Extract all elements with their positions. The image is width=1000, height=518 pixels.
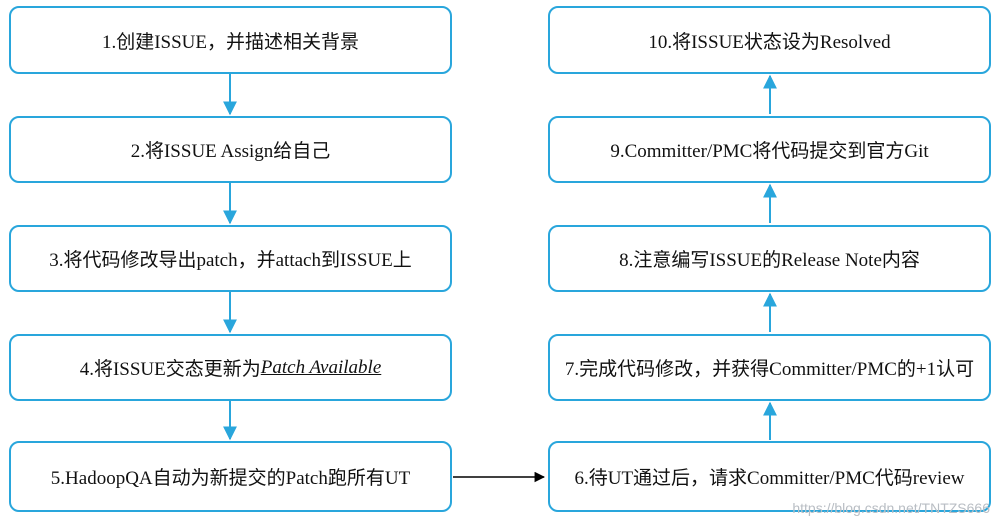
step-7-box: 7.完成代码修改，并获得Committer/PMC的+1认可 [548, 334, 991, 401]
step-3-box: 3.将代码修改导出patch，并attach到ISSUE上 [9, 225, 452, 292]
step-4-label: 4.将ISSUE交态更新为 [79, 359, 261, 380]
step-10-box: 10.将ISSUE状态设为Resolved [548, 6, 991, 74]
step-2-label: 2.将ISSUE Assign给自己 [130, 141, 331, 162]
step-10-label: 10.将ISSUE状态设为Resolved [648, 31, 891, 53]
step-9-box: 9.Committer/PMC将代码提交到官方Git [548, 116, 991, 183]
step-8-label: 8.注意编写ISSUE的Release Note内容 [619, 250, 920, 271]
step-9-label: 9.Committer/PMC将代码提交到官方Git [610, 141, 929, 162]
step-5-label: 5.HadoopQA自动为新提交的Patch跑所有UT [50, 468, 411, 489]
step-1-box: 1.创建ISSUE，并描述相关背景 [9, 6, 452, 74]
step-6-box: 6.待UT通过后，请求Committer/PMC代码review [548, 441, 991, 512]
step-7-label: 7.完成代码修改，并获得Committer/PMC的+1认可 [564, 359, 975, 380]
step-8-box: 8.注意编写ISSUE的Release Note内容 [548, 225, 991, 292]
step-5-box: 5.HadoopQA自动为新提交的Patch跑所有UT [9, 441, 452, 512]
step-1-label: 1.创建ISSUE，并描述相关背景 [101, 31, 360, 53]
step-4-emphasis: Patch Available [260, 356, 382, 378]
watermark: https://blog.csdn.net/TNTZS666 [792, 500, 990, 516]
step-6-label: 6.待UT通过后，请求Committer/PMC代码review [574, 468, 965, 489]
step-2-box: 2.将ISSUE Assign给自己 [9, 116, 452, 183]
step-3-label: 3.将代码修改导出patch，并attach到ISSUE上 [49, 250, 412, 271]
